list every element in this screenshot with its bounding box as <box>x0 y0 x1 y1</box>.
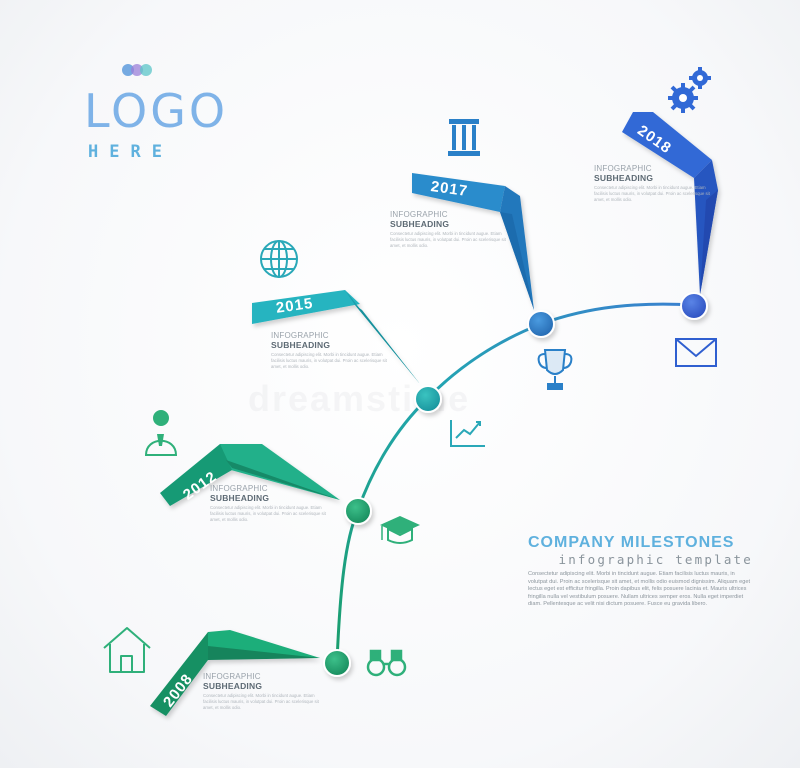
logo-dot <box>140 64 152 76</box>
milestone-text-2015: INFOGRAPHIC SUBHEADING Consectetur adipi… <box>271 331 389 376</box>
milestone-body: Consectetur adipiscing elit. Morbi in ti… <box>390 231 506 248</box>
flag-2017 <box>412 173 534 310</box>
logo-dots <box>122 64 154 80</box>
milestone-title: INFOGRAPHIC <box>390 210 448 219</box>
flag-2012 <box>160 444 340 506</box>
user-icon <box>144 410 178 456</box>
chart-icon <box>450 420 485 447</box>
logo-wordmark: LOGO <box>84 84 229 138</box>
company-title: COMPANY MILESTONES <box>528 534 735 551</box>
flag-2008 <box>150 630 320 716</box>
milestone-title: INFOGRAPHIC <box>203 672 261 681</box>
milestone-body: Consectetur adipiscing elit. Morbi in ti… <box>210 505 326 522</box>
node-2017 <box>527 310 555 338</box>
milestone-subtitle: SUBHEADING <box>594 173 654 183</box>
globe-icon <box>260 240 298 278</box>
envelope-icon <box>675 338 717 367</box>
gears-icon <box>668 67 711 113</box>
milestone-text-2018: INFOGRAPHIC SUBHEADING Consectetur adipi… <box>594 164 712 209</box>
flag-2018 <box>622 112 718 295</box>
binoculars-icon <box>366 649 407 677</box>
flag-2015 <box>252 290 420 384</box>
milestone-subtitle: SUBHEADING <box>203 681 263 691</box>
milestone-body: Consectetur adipiscing elit. Morbi in ti… <box>271 352 387 369</box>
node-2008 <box>323 649 351 677</box>
column-icon <box>448 119 480 156</box>
milestone-text-2017: INFOGRAPHIC SUBHEADING Consectetur adipi… <box>390 210 508 255</box>
house-icon <box>103 627 151 673</box>
company-subtitle: infographic template <box>558 552 753 567</box>
logo-subword: HERE <box>88 142 173 162</box>
node-2012 <box>344 497 372 525</box>
milestone-title: INFOGRAPHIC <box>271 331 329 340</box>
company-body: Consectetur adipiscing elit. Morbi in ti… <box>528 571 750 607</box>
milestone-body: Consectetur adipiscing elit. Morbi in ti… <box>203 693 319 710</box>
milestone-subtitle: SUBHEADING <box>210 493 270 503</box>
milestone-title: INFOGRAPHIC <box>594 164 652 173</box>
graduation-cap-icon <box>380 516 420 544</box>
node-2015 <box>414 385 442 413</box>
milestone-text-2008: INFOGRAPHIC SUBHEADING Consectetur adipi… <box>203 672 321 717</box>
milestone-body: Consectetur adipiscing elit. Morbi in ti… <box>594 185 710 202</box>
milestone-subtitle: SUBHEADING <box>271 340 331 350</box>
trophy-icon <box>537 349 573 390</box>
milestone-title: INFOGRAPHIC <box>210 484 268 493</box>
milestone-subtitle: SUBHEADING <box>390 219 450 229</box>
milestone-text-2012: INFOGRAPHIC SUBHEADING Consectetur adipi… <box>210 484 328 529</box>
node-2018 <box>680 292 708 320</box>
